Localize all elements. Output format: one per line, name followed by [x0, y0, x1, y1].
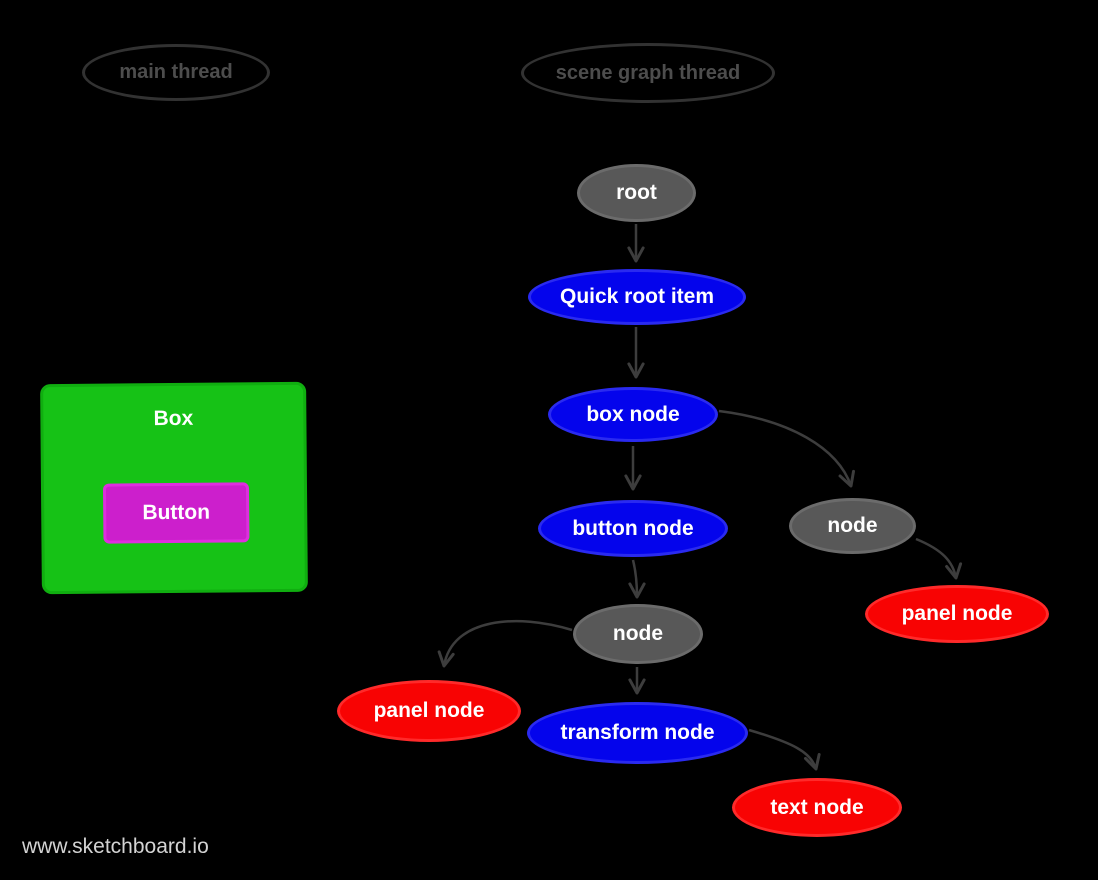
- preview-button-label: Button: [142, 500, 211, 525]
- graph-node-label: panel node: [373, 699, 485, 722]
- graph-node-label: Quick root item: [559, 285, 715, 308]
- graph-node-panel-node-left[interactable]: panel node: [337, 680, 521, 742]
- graph-node-panel-node-right[interactable]: panel node: [865, 585, 1049, 643]
- watermark-text: www.sketchboard.io: [22, 835, 209, 858]
- graph-node-transform-node[interactable]: transform node: [527, 702, 748, 764]
- thread-label-scene-graph: scene graph thread: [555, 61, 741, 84]
- preview-box-label: Box: [153, 406, 194, 431]
- graph-node-label: box node: [586, 402, 680, 426]
- preview-box-shape[interactable]: Box Button: [40, 381, 308, 595]
- graph-node-label: node: [612, 622, 664, 645]
- edge-transform-node-to-text-node: [748, 728, 821, 771]
- graph-node-label: root: [616, 181, 657, 204]
- graph-node-text-node[interactable]: text node: [732, 778, 902, 837]
- edge-node-right-to-panel-node-right: [915, 537, 963, 580]
- thread-ellipse-scene-graph[interactable]: scene graph thread: [521, 43, 775, 103]
- graph-node-quick-root-item[interactable]: Quick root item: [528, 269, 746, 325]
- graph-node-box-node[interactable]: box node: [548, 387, 718, 442]
- graph-node-node-left[interactable]: node: [573, 604, 703, 664]
- graph-node-label: transform node: [560, 721, 715, 744]
- edge-box-node-to-node-right: [718, 409, 855, 488]
- graph-node-label: button node: [572, 516, 694, 540]
- edge-node-left-to-panel-node-left: [437, 619, 573, 668]
- graph-node-button-node[interactable]: button node: [538, 500, 728, 557]
- edge-button-node-to-node-left: [628, 559, 646, 599]
- thread-ellipse-main[interactable]: main thread: [82, 44, 270, 101]
- graph-node-node-right[interactable]: node: [789, 498, 916, 554]
- graph-node-root[interactable]: root: [577, 164, 696, 222]
- graph-node-label: node: [827, 514, 878, 537]
- thread-label-main: main thread: [119, 61, 233, 83]
- graph-node-label: text node: [770, 795, 864, 819]
- preview-button-shape[interactable]: Button: [102, 482, 250, 544]
- graph-node-label: panel node: [901, 602, 1013, 625]
